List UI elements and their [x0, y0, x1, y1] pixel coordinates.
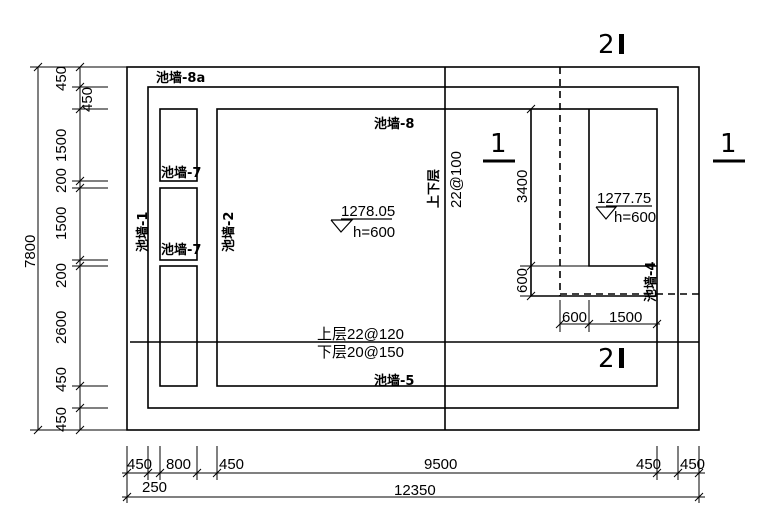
- rebar-vertical-spec: 22@100: [448, 151, 465, 208]
- bottom-dim-total: 12350: [394, 482, 436, 499]
- rebar-vertical-layer: 上下层: [427, 169, 442, 208]
- wall-7-top-label: 池墙-7: [161, 165, 201, 181]
- elevation-pit-depth: h=600: [614, 209, 656, 226]
- left-dim-3: 1500: [53, 129, 70, 162]
- left-dim-7: 2600: [53, 311, 70, 344]
- section-2-top-bar: [619, 34, 624, 54]
- pit-dim-h-offset: 600: [562, 309, 587, 326]
- elevation-main-value: 1278.05: [341, 203, 395, 220]
- left-dim-9: 450: [53, 407, 70, 432]
- wall-1-label: 池墙-1: [135, 212, 151, 252]
- bottom-dim-3: 450: [219, 456, 244, 473]
- section-marker-group: [483, 34, 745, 368]
- left-cell-bottom: [159, 265, 198, 387]
- bottom-dim-6: 450: [680, 456, 705, 473]
- section-2-top-label: 2: [598, 30, 615, 60]
- bottom-dimension-lines: [122, 446, 705, 503]
- bottom-dim-4: 9500: [424, 456, 457, 473]
- wall-5-label: 池墙-5: [374, 373, 414, 389]
- elevation-symbols: [330, 205, 652, 233]
- left-dimension-lines: [30, 62, 127, 435]
- main-pool-outline: [216, 108, 658, 387]
- left-dim-8: 450: [53, 367, 70, 392]
- rebar-top-label: 上层22@120: [317, 326, 404, 343]
- left-dim-total: 7800: [22, 235, 39, 268]
- left-dim-5: 1500: [53, 207, 70, 240]
- elevation-pit-symbol: [595, 206, 618, 220]
- left-dim-6: 200: [53, 263, 70, 288]
- left-dim-1: 450: [53, 66, 70, 91]
- left-dim-4: 200: [53, 168, 70, 193]
- left-cell-middle: [159, 187, 198, 261]
- section-2-bottom-label: 2: [598, 344, 615, 374]
- wall-8-label: 池墙-8: [374, 116, 414, 132]
- pit-dim-height: 3400: [514, 170, 531, 203]
- bottom-dim-5: 450: [636, 456, 661, 473]
- section-1-left-label: 1: [490, 129, 507, 159]
- left-cell-top: [159, 108, 198, 182]
- pit-dim-width: 1500: [609, 309, 642, 326]
- elevation-pit-value: 1277.75: [597, 190, 651, 207]
- section-2-bottom-bar: [619, 348, 624, 368]
- wall-7-mid-label: 池墙-7: [161, 242, 201, 258]
- pit-dimension-lines: [520, 104, 662, 332]
- wall-2-label: 池墙-2: [221, 212, 237, 252]
- wall-4-label: 池墙-4: [643, 262, 659, 302]
- bottom-dim-2: 800: [166, 456, 191, 473]
- elevation-main-depth: h=600: [353, 224, 395, 241]
- left-dim-2: 450: [79, 87, 96, 112]
- pit-dim-offset: 600: [514, 268, 531, 293]
- pit-inner-outline: [588, 109, 657, 267]
- outer-slab-outline: [126, 66, 700, 431]
- elevation-main-symbol: [330, 219, 354, 233]
- section-1-right-label: 1: [720, 129, 737, 159]
- bottom-dim-small: 250: [142, 479, 167, 496]
- rebar-bottom-label: 下层20@150: [317, 344, 404, 361]
- outer-wall-line: [147, 86, 679, 409]
- bottom-dim-1: 450: [127, 456, 152, 473]
- wall-8a-label: 池墙-8a: [156, 70, 205, 86]
